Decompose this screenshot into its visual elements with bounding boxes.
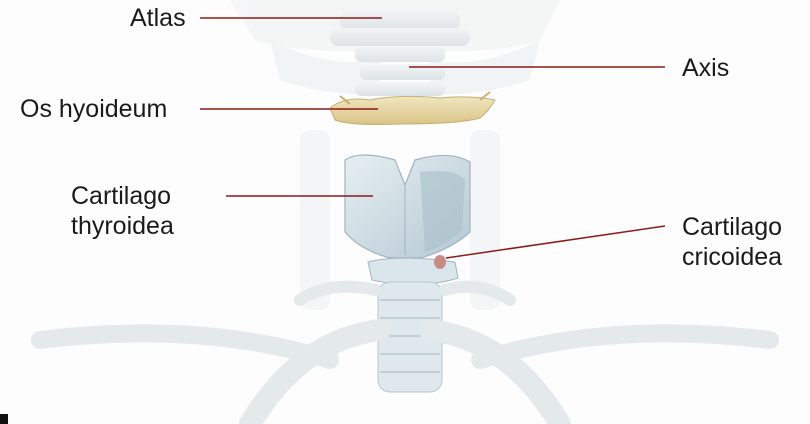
label-atlas: Atlas — [130, 3, 186, 33]
label-cartilago-thyroidea-line1: Cartilago — [71, 181, 174, 211]
label-cartilago-thyroidea-line2: thyroidea — [71, 211, 174, 241]
label-cartilago-cricoidea-line1: Cartilago — [682, 212, 782, 242]
label-os-hyoideum: Os hyoideum — [20, 94, 167, 124]
label-cartilago-thyroidea: Cartilago thyroidea — [71, 181, 174, 241]
corner-marker — [0, 414, 8, 424]
cricoid-cartilage — [368, 255, 458, 285]
label-cartilago-cricoidea: Cartilago cricoidea — [682, 212, 782, 272]
label-cartilago-cricoidea-line2: cricoidea — [682, 242, 782, 272]
label-axis: Axis — [682, 53, 729, 83]
thyroid-cartilage — [345, 155, 470, 258]
